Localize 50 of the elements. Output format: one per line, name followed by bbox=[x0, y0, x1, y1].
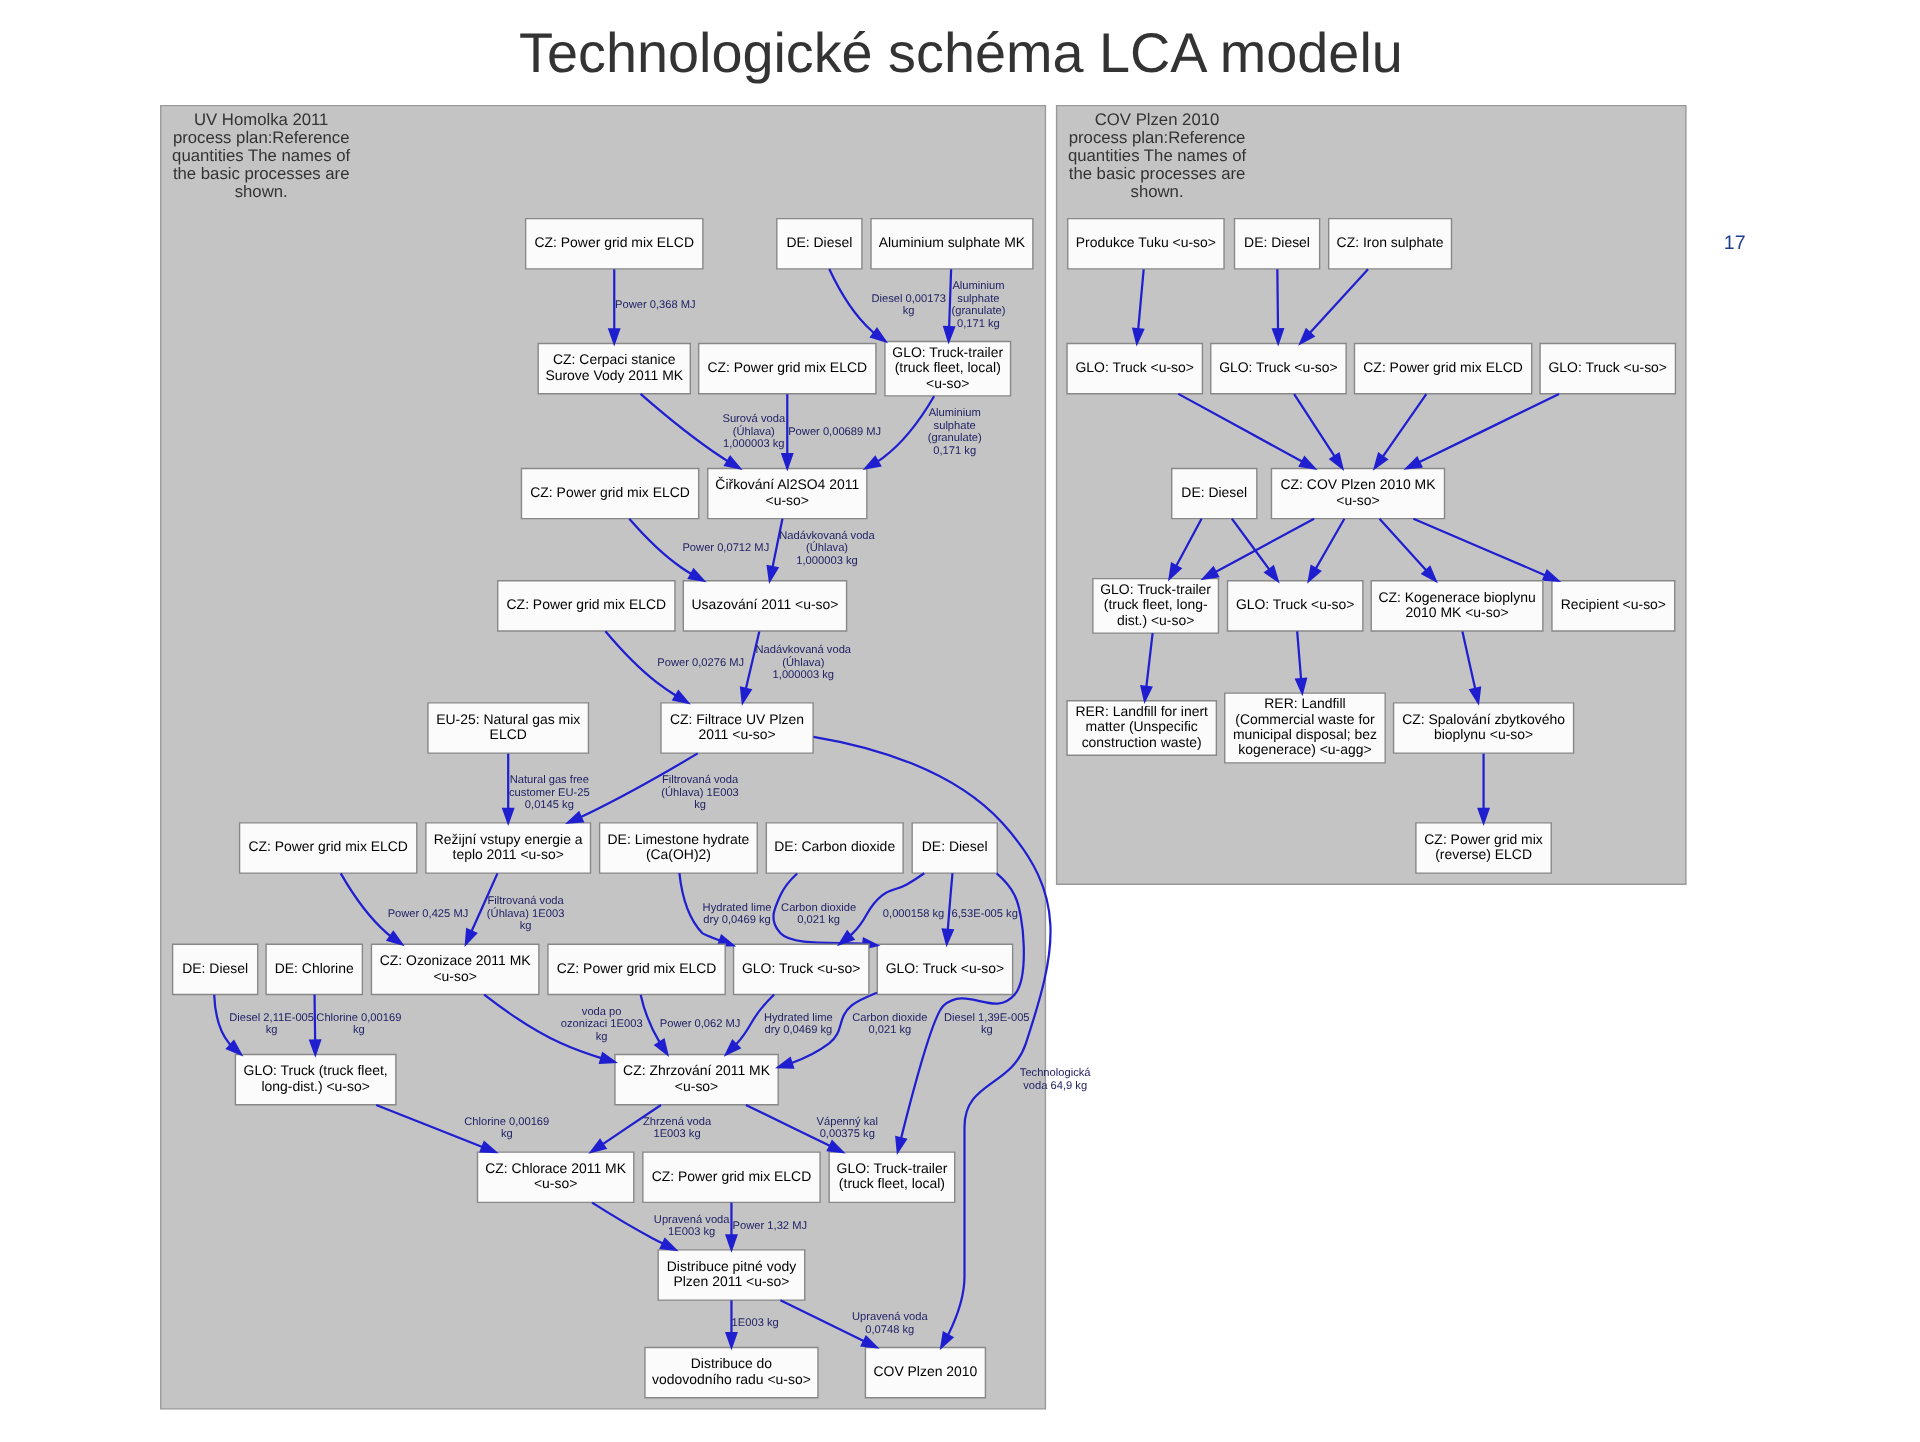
arrow bbox=[463, 872, 498, 948]
arrow bbox=[861, 395, 935, 471]
arrow bbox=[1460, 631, 1481, 706]
arrow bbox=[940, 873, 954, 948]
arrow bbox=[1293, 631, 1307, 697]
arrow bbox=[724, 1202, 737, 1253]
arrow bbox=[307, 994, 321, 1058]
arrow bbox=[603, 630, 690, 705]
label: 17 bbox=[1722, 232, 1745, 255]
arrow bbox=[606, 269, 620, 347]
arrow bbox=[738, 631, 760, 706]
arrow bbox=[212, 994, 243, 1057]
arrow bbox=[941, 269, 955, 345]
arrow bbox=[1292, 393, 1344, 471]
arrow bbox=[1229, 518, 1279, 584]
arrow bbox=[1297, 268, 1368, 346]
arrow bbox=[1371, 393, 1427, 471]
arrow bbox=[722, 993, 774, 1057]
arrow bbox=[894, 872, 1024, 1156]
arrow bbox=[564, 752, 698, 825]
arrow bbox=[1199, 517, 1314, 581]
arrow bbox=[779, 394, 793, 472]
arrow bbox=[812, 735, 1051, 1351]
arrow bbox=[1130, 269, 1144, 347]
arrow bbox=[587, 1104, 661, 1154]
arrow bbox=[1139, 633, 1153, 705]
arrow bbox=[1270, 269, 1284, 347]
arrow bbox=[1167, 518, 1202, 582]
arrow bbox=[627, 518, 706, 583]
arrow bbox=[1377, 517, 1437, 584]
arrow bbox=[835, 872, 924, 947]
arrow bbox=[1411, 517, 1561, 583]
arrow bbox=[500, 753, 514, 827]
arrow bbox=[638, 994, 669, 1057]
arrow bbox=[724, 1300, 737, 1351]
arrow bbox=[765, 518, 783, 585]
arrow bbox=[1402, 392, 1559, 470]
arrow bbox=[778, 1299, 879, 1349]
arrow bbox=[590, 1201, 678, 1252]
arrow bbox=[827, 268, 888, 344]
diagram-title: Technologické schéma LCA modelu bbox=[518, 22, 1402, 85]
arrow bbox=[744, 1103, 845, 1154]
arrow bbox=[482, 993, 618, 1065]
arrow bbox=[774, 991, 877, 1069]
arrow bbox=[1176, 392, 1317, 470]
arrow bbox=[338, 872, 404, 947]
arrow bbox=[638, 392, 742, 470]
arrow bbox=[1306, 518, 1345, 584]
arrow bbox=[1476, 753, 1490, 827]
arrow bbox=[374, 1103, 498, 1154]
